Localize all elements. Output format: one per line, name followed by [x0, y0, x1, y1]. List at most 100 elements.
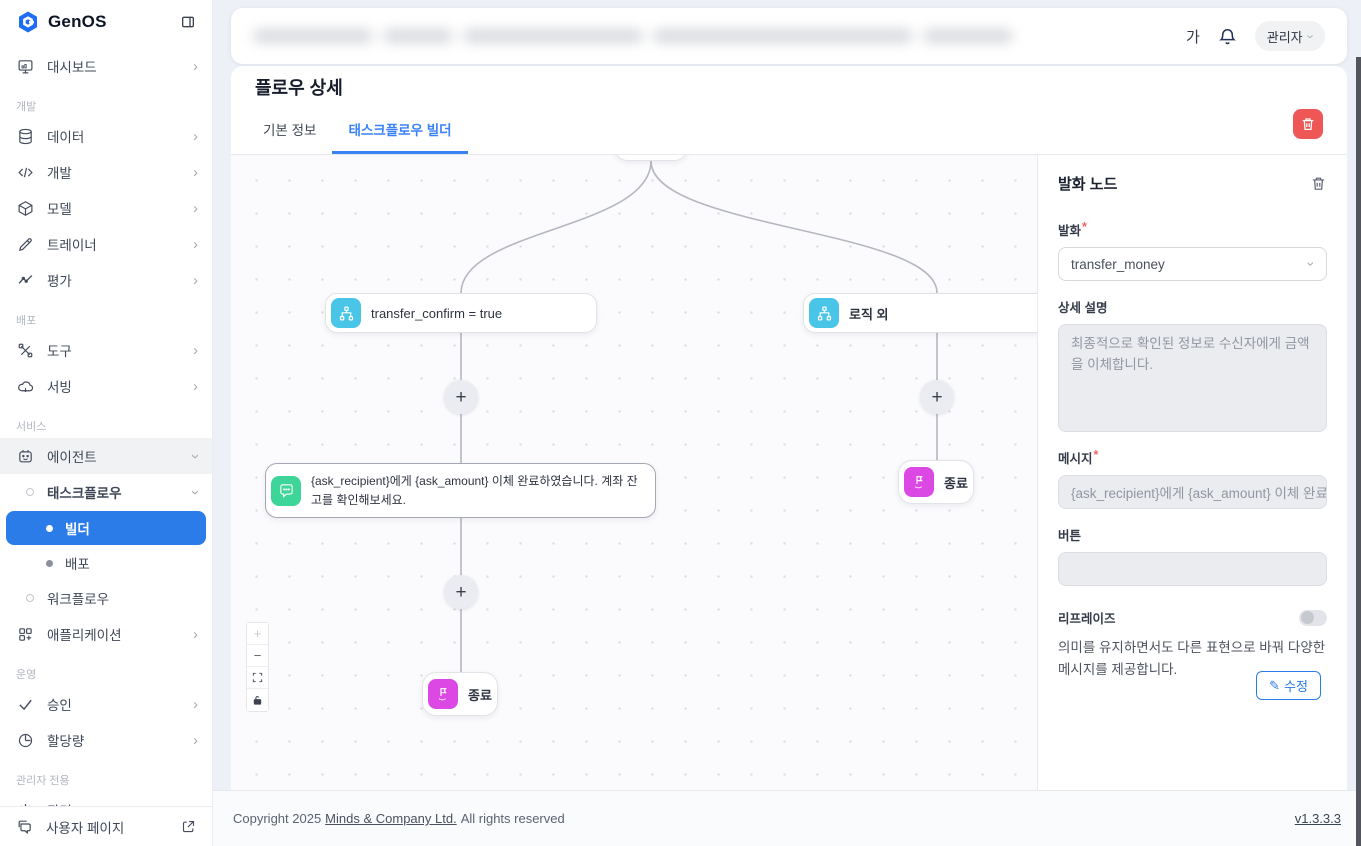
chevron-right-icon: › [193, 57, 198, 75]
pencil-icon: ✎ [1269, 677, 1281, 693]
sidebar-item-evaluation[interactable]: 평가 › [0, 262, 212, 298]
node-condition-transfer-confirm[interactable]: transfer_confirm = true [325, 293, 597, 333]
notification-bell-icon[interactable] [1218, 27, 1237, 46]
sidebar: GenOS 대시보드 › 개발 데이터 › 개발 › 모델 › 트레이너 [0, 0, 213, 846]
chevron-down-icon: › [1303, 261, 1320, 267]
sidebar-item-user-page[interactable]: 사용자 페이지 [0, 806, 212, 846]
message-label: 메시지* [1058, 448, 1099, 466]
quota-clock-icon [16, 731, 34, 749]
node-end-left[interactable]: 종료 [422, 672, 498, 716]
chevron-right-icon: › [193, 127, 198, 145]
code-icon [16, 163, 34, 181]
sidebar-item-serving[interactable]: 서빙 › [0, 368, 212, 404]
add-node-button[interactable]: + [444, 575, 478, 609]
panel-title: 발화 노드 [1058, 176, 1118, 193]
company-link[interactable]: Minds & Company Ltd. [325, 811, 457, 826]
language-button[interactable]: 가 [1185, 28, 1200, 46]
circle-bullet-icon [26, 594, 34, 602]
utterance-select[interactable]: transfer_money › [1058, 247, 1327, 281]
lock-button[interactable] [247, 689, 268, 711]
page-scrollbar[interactable] [1356, 57, 1361, 846]
tools-icon [16, 341, 34, 359]
sidebar-section-deploy: 배포 [16, 315, 37, 327]
sidebar-item-model[interactable]: 모델 › [0, 190, 212, 226]
copyright-suffix: All rights reserved [460, 811, 565, 826]
chevron-right-icon: › [193, 271, 198, 289]
trash-icon [1300, 116, 1316, 132]
main-area: 가 관리자 › 플로우 상세 기본 정보 태스크플로우 빌더 [213, 0, 1361, 846]
chevron-right-icon: › [193, 199, 198, 217]
chart-line-icon [16, 271, 34, 289]
delete-node-button[interactable] [1310, 175, 1327, 192]
sidebar-section-dev: 개발 [16, 101, 37, 113]
sidebar-item-tools[interactable]: 도구 › [0, 332, 212, 368]
node-end-right[interactable]: 종료 [898, 460, 974, 504]
add-node-button[interactable]: + [444, 380, 478, 414]
trash-icon [1312, 177, 1325, 190]
chevron-right-icon: › [193, 695, 198, 713]
agent-icon [16, 447, 34, 465]
circle-bullet-icon [26, 488, 34, 496]
sidebar-section-admin: 관리자 전용 [16, 775, 70, 787]
fit-view-button[interactable] [247, 667, 268, 689]
chevron-down-icon: › [1303, 33, 1319, 39]
delete-flow-button[interactable] [1293, 109, 1323, 139]
sidebar-item-management[interactable]: 관리 › [0, 792, 212, 806]
chevron-right-icon: › [193, 235, 198, 253]
sidebar-item-agent[interactable]: 에이전트 › [0, 438, 212, 474]
sidebar-item-trainer[interactable]: 트레이너 › [0, 226, 212, 262]
edit-button[interactable]: ✎ 수정 [1256, 671, 1321, 700]
utterance-label: 발화* [1058, 220, 1087, 238]
chevron-down-icon: › [187, 453, 204, 459]
app-title: GenOS [48, 12, 107, 31]
zoom-in-button[interactable]: + [247, 623, 268, 645]
flow-canvas[interactable]: transfer_confirm = true 로직 외 + + {ask_re… [231, 155, 1037, 790]
genos-logo-icon [16, 10, 40, 34]
dashboard-icon [16, 57, 34, 75]
add-node-button[interactable]: + [920, 380, 954, 414]
sidebar-nav: 대시보드 › 개발 데이터 › 개발 › 모델 › 트레이너 › 평가 › [0, 44, 212, 806]
node-message[interactable]: {ask_recipient}에게 {ask_amount} 이체 완료하였습니… [265, 463, 656, 519]
version-link[interactable]: v1.3.3.3 [1294, 811, 1341, 826]
sidebar-item-quota[interactable]: 할당량 › [0, 722, 212, 758]
cube-icon [16, 199, 34, 217]
content-card: 플로우 상세 기본 정보 태스크플로우 빌더 [231, 66, 1347, 790]
sidebar-item-application[interactable]: 애플리케이션 › [0, 616, 212, 652]
gear-icon [16, 801, 34, 806]
sidebar-item-builder[interactable]: 빌더 [6, 511, 206, 545]
zoom-out-button[interactable]: − [247, 645, 268, 667]
node-condition-else[interactable]: 로직 외 [803, 293, 1037, 333]
rephrase-toggle[interactable] [1299, 609, 1327, 626]
chevron-right-icon: › [193, 625, 198, 643]
footer: Copyright 2025 Minds & Company Ltd. All … [213, 790, 1361, 846]
cloud-icon [16, 377, 34, 395]
chevron-right-icon: › [193, 803, 198, 807]
sidebar-item-approval[interactable]: 승인 › [0, 686, 212, 722]
tab-taskflow-builder[interactable]: 태스크플로우 빌더 [332, 109, 468, 154]
flag-icon [428, 679, 458, 709]
check-icon [16, 695, 34, 713]
redacted-breadcrumb [253, 29, 1013, 43]
sidebar-item-develop[interactable]: 개발 › [0, 154, 212, 190]
profile-menu-button[interactable]: 관리자 › [1254, 21, 1325, 51]
branch-icon [809, 298, 839, 328]
branch-icon [331, 298, 361, 328]
toggle-knob [1301, 611, 1314, 624]
sidebar-item-workflow[interactable]: 워크플로우 [0, 580, 212, 616]
node-start-partial[interactable] [614, 155, 688, 161]
sidebar-item-data[interactable]: 데이터 › [0, 118, 212, 154]
sidebar-item-deploy-sub[interactable]: 배포 [0, 546, 212, 580]
canvas-controls: + − [246, 622, 269, 712]
tab-basic-info[interactable]: 기본 정보 [263, 123, 317, 138]
message-input: {ask_recipient}에게 {ask_amount} 이체 완료하 [1058, 475, 1327, 509]
flag-icon [904, 467, 934, 497]
sidebar-item-taskflow[interactable]: 태스크플로우 › [0, 474, 212, 510]
button-input[interactable] [1058, 552, 1327, 586]
chevron-down-icon: › [187, 489, 204, 495]
sidebar-section-service: 서비스 [16, 421, 47, 433]
sidebar-item-dashboard[interactable]: 대시보드 › [0, 48, 212, 84]
copyright-text: Copyright 2025 [233, 811, 322, 826]
chevron-right-icon: › [193, 731, 198, 749]
sidebar-collapse-icon[interactable] [180, 14, 196, 30]
top-header-bar: 가 관리자 › [231, 8, 1347, 64]
